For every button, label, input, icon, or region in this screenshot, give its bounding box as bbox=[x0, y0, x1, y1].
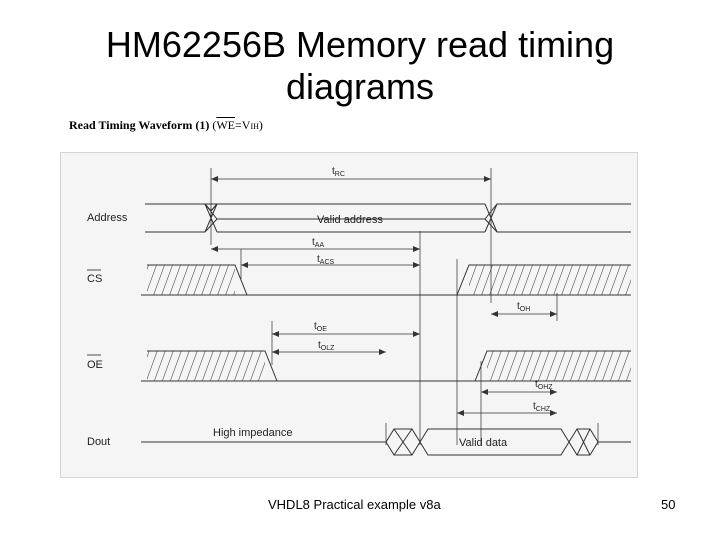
slide-footer: VHDL8 Practical example v8a bbox=[268, 497, 441, 512]
tohz-label: tOHZ bbox=[535, 379, 553, 391]
page-number: 50 bbox=[661, 497, 676, 512]
high-impedance-label: High impedance bbox=[213, 427, 293, 439]
address-waveform bbox=[145, 203, 631, 233]
tchz-label: tCHZ bbox=[533, 401, 551, 413]
toh-label: tOH bbox=[517, 301, 530, 313]
waveform-heading: Read Timing Waveform (1) (WE=VIH) bbox=[69, 118, 263, 132]
we-symbol: WE bbox=[216, 118, 235, 132]
cs-hatch-right bbox=[469, 265, 631, 295]
toe-label: tOE bbox=[314, 321, 327, 333]
oe-hatch-right bbox=[487, 351, 631, 381]
taa-label: tAA bbox=[312, 237, 324, 249]
slide-title: HM62256B Memory read timing diagrams bbox=[105, 24, 615, 107]
trc-label: tRC bbox=[332, 166, 345, 178]
oe-hatch-left bbox=[147, 351, 265, 381]
signal-label-cs: CS bbox=[87, 273, 102, 285]
timing-diagram: Address Valid address tRC tAA tACS CS tO… bbox=[60, 152, 638, 478]
tacs-label: tACS bbox=[317, 254, 335, 266]
cs-hatch-left bbox=[147, 265, 235, 295]
reference-lines bbox=[210, 168, 599, 445]
waveform-heading-text: Read Timing Waveform (1) bbox=[69, 118, 210, 132]
valid-data-label: Valid data bbox=[459, 437, 508, 449]
tolz-label: tOLZ bbox=[318, 340, 335, 352]
signal-label-address: Address bbox=[87, 212, 128, 224]
heading-ih-sub: IH bbox=[250, 122, 259, 131]
valid-address-label: Valid address bbox=[317, 214, 383, 226]
signal-label-dout: Dout bbox=[87, 436, 110, 448]
heading-eq: =V bbox=[235, 118, 251, 132]
oe-waveform bbox=[141, 350, 631, 382]
dout-waveform bbox=[141, 428, 631, 456]
signal-label-oe: OE bbox=[87, 359, 103, 371]
cs-waveform bbox=[141, 264, 631, 296]
